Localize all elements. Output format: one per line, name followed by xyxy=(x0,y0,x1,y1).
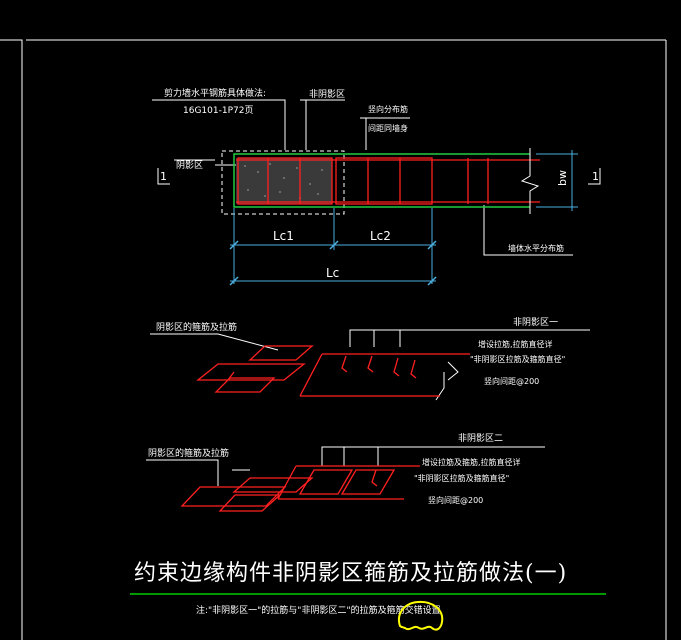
dim-bw: bw xyxy=(556,170,569,186)
plan-view: 剪力墙水平钢筋具体做法: 16G101-1P72页 非阴影区 竖向分布筋 间距同… xyxy=(152,87,601,286)
plan-note-title: 剪力墙水平钢筋具体做法: xyxy=(164,87,266,99)
plan-shadow-label: 阴影区 xyxy=(176,160,203,171)
plan-non-shadow-label: 非阴影区 xyxy=(309,88,345,100)
drawing-title: 约束边缘构件非阴影区箍筋及拉筋做法(一) xyxy=(134,561,567,586)
detail1-line3: 竖向间距@200 xyxy=(484,376,539,386)
detail-two: 阴影区的箍筋及拉筋 非阴影区二 增设拉筋及箍筋,拉筋直径详 "非阴影区拉筋及箍筋… xyxy=(146,432,545,512)
detail1-line1: 增设拉筋,拉筋直径详 xyxy=(478,339,553,349)
plan-vertical-bar-label-1: 竖向分布筋 xyxy=(368,104,408,114)
detail2-line2: "非阴影区拉筋及箍筋直径" xyxy=(414,473,509,483)
drawing-frame xyxy=(0,39,667,640)
detail2-non-shadow-title: 非阴影区二 xyxy=(458,432,503,444)
dim-lc1: Lc1 xyxy=(273,229,294,243)
plan-note-ref: 16G101-1P72页 xyxy=(183,105,253,116)
detail2-line3: 竖向间距@200 xyxy=(428,495,483,505)
plan-vertical-bar-label-2: 间距同墙身 xyxy=(368,123,408,133)
wall-horizontal-label: 墙体水平分布筋 xyxy=(508,243,564,253)
detail-one: 阴影区的箍筋及拉筋 非阴影区一 增设拉筋,拉筋直径详 "非阴影区拉筋及箍筋直径"… xyxy=(150,316,590,401)
detail2-line1: 增设拉筋及箍筋,拉筋直径详 xyxy=(422,457,521,467)
detail2-shadow-label: 阴影区的箍筋及拉筋 xyxy=(148,447,229,459)
detail1-line2: "非阴影区拉筋及箍筋直径" xyxy=(470,354,565,364)
dim-lc: Lc xyxy=(326,266,339,280)
section-mark-left: 1 xyxy=(160,170,167,183)
dim-lc2: Lc2 xyxy=(370,229,391,243)
detail1-non-shadow-title: 非阴影区一 xyxy=(513,316,558,328)
yellow-highlight-mark xyxy=(398,600,444,631)
footnote: 注:"非阴影区一"的拉筋与"非阴影区二"的拉筋及箍筋交错设置 xyxy=(196,604,441,616)
detail1-shadow-label: 阴影区的箍筋及拉筋 xyxy=(156,321,237,333)
section-mark-right: 1 xyxy=(592,170,599,183)
